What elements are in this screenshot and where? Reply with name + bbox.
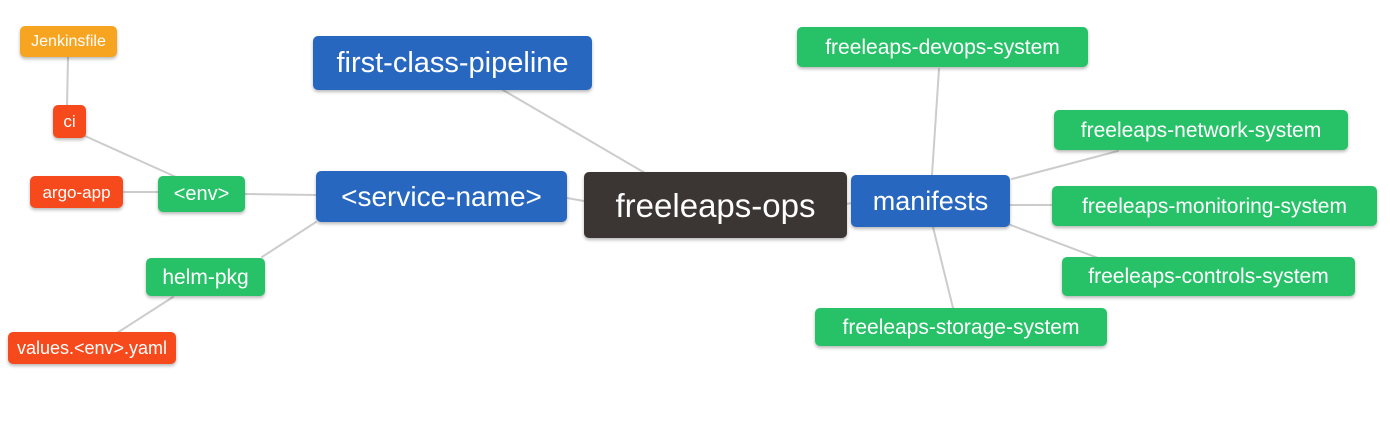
node-jenkinsfile[interactable]: Jenkinsfile <box>20 26 117 57</box>
node-service-name[interactable]: <service-name> <box>316 171 567 222</box>
node-helm-pkg[interactable]: helm-pkg <box>146 258 265 296</box>
node-storage-system[interactable]: freeleaps-storage-system <box>815 308 1107 346</box>
node-first-class-pipeline[interactable]: first-class-pipeline <box>313 36 592 90</box>
node-ci[interactable]: ci <box>53 105 86 138</box>
edge-service-name-helm-pkg <box>261 221 317 258</box>
edge-manifests-controls-system <box>1007 223 1099 259</box>
node-env[interactable]: <env> <box>158 176 245 212</box>
edge-ci-env <box>84 135 177 178</box>
node-devops-system[interactable]: freeleaps-devops-system <box>797 27 1088 67</box>
node-network-system[interactable]: freeleaps-network-system <box>1054 110 1348 150</box>
edge-manifests-network-system <box>1011 150 1119 180</box>
edge-manifests-storage-system <box>932 226 954 309</box>
node-argo-app[interactable]: argo-app <box>30 176 123 208</box>
node-freeleaps-ops[interactable]: freeleaps-ops <box>584 172 847 238</box>
edge-manifests-devops-system <box>931 68 940 176</box>
node-monitoring-system[interactable]: freeleaps-monitoring-system <box>1052 186 1377 226</box>
edge-jenkinsfile-ci <box>66 56 69 107</box>
node-controls-system[interactable]: freeleaps-controls-system <box>1062 257 1355 296</box>
edge-service-name-root <box>566 197 585 202</box>
edge-first-class-pipeline-root <box>502 89 646 174</box>
edge-helm-pkg-values-env-yaml <box>116 296 174 334</box>
node-manifests[interactable]: manifests <box>851 175 1010 227</box>
edge-env-service-name <box>244 193 317 196</box>
node-values-env-yaml[interactable]: values.<env>.yaml <box>8 332 176 364</box>
